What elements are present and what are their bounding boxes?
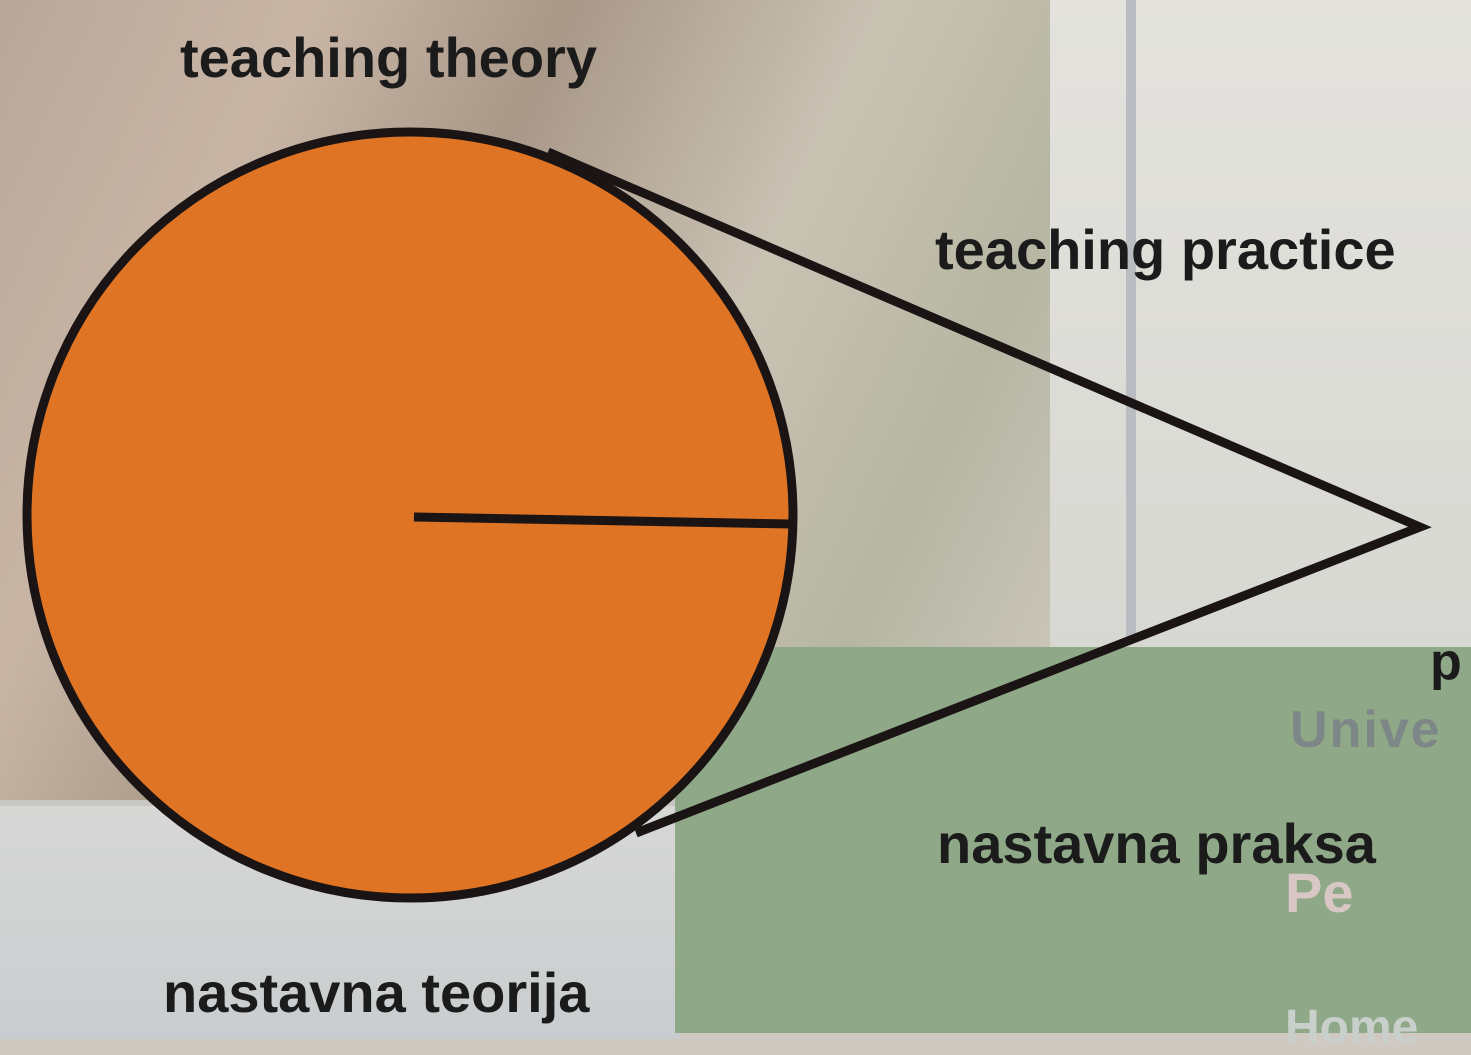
label-nastavna-praksa: nastavna praksa xyxy=(937,812,1376,875)
label-nastavna-teorija: nastavna teorija xyxy=(163,961,590,1024)
label-teaching-theory: teaching theory xyxy=(180,26,597,89)
green-slide-panel xyxy=(675,647,1471,1033)
fragment-university: Unive xyxy=(1290,701,1442,759)
label-teaching-practice: teaching practice xyxy=(935,218,1396,281)
fragment-pe: Pe xyxy=(1285,861,1354,924)
theory-practice-diagram xyxy=(22,127,1432,903)
fragment-p: p xyxy=(1430,633,1462,691)
radius-line xyxy=(413,512,793,529)
theory-circle xyxy=(22,127,798,903)
window-frame xyxy=(1126,0,1136,640)
background-window xyxy=(1050,0,1471,650)
callout-wedge xyxy=(546,147,1432,838)
